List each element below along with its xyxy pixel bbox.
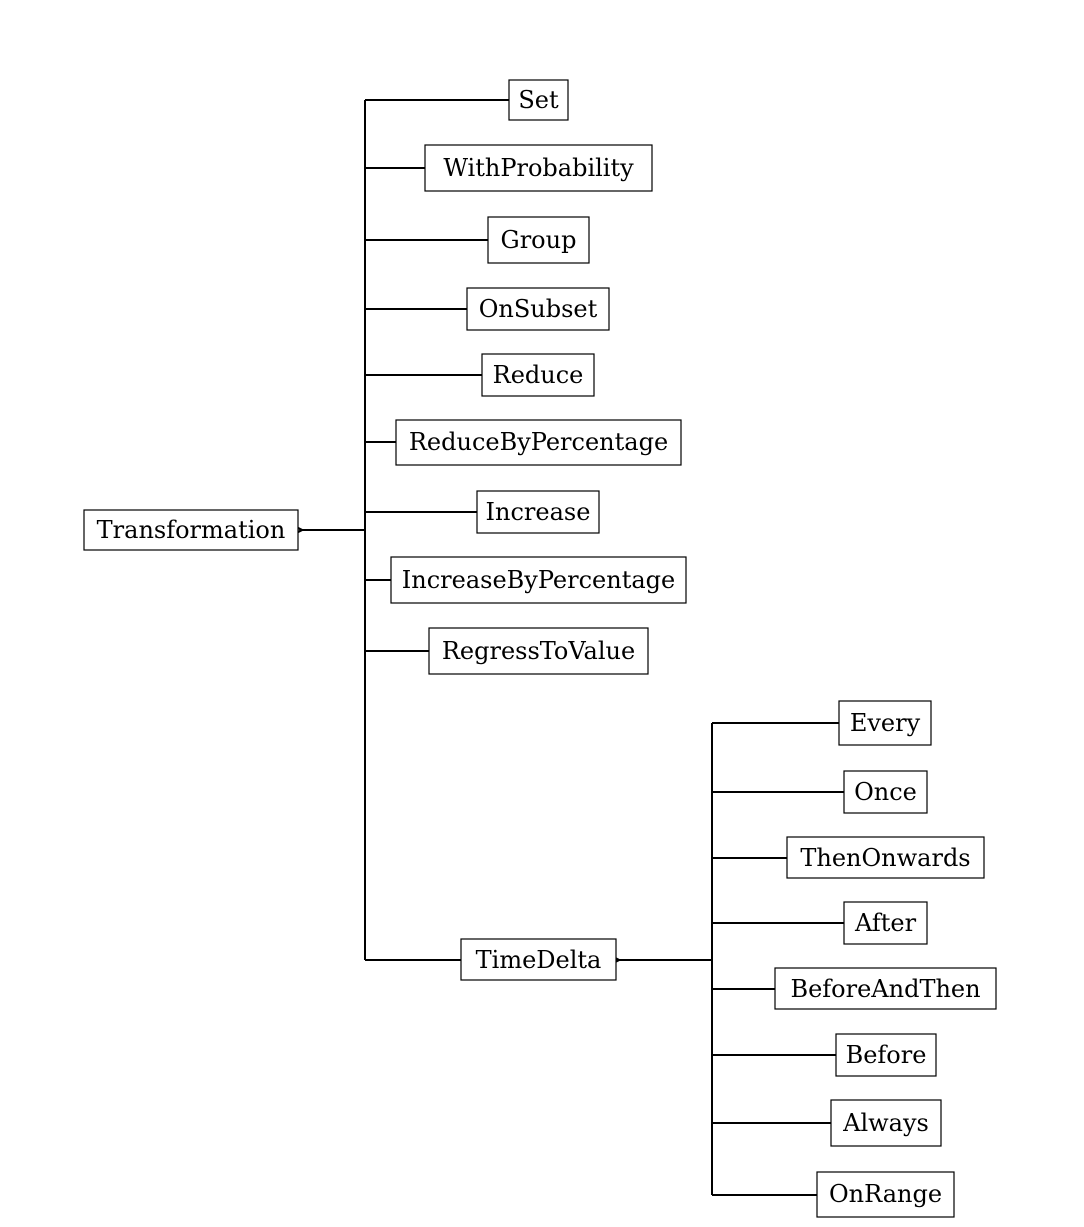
- node-always: Always: [830, 1099, 942, 1147]
- node-group-label: Group: [501, 226, 577, 254]
- node-timedelta-label: TimeDelta: [476, 946, 602, 974]
- node-regresstovalue-label: RegressToValue: [442, 637, 635, 665]
- node-after: After: [843, 901, 928, 945]
- node-set-label: Set: [518, 86, 559, 114]
- node-timedelta: TimeDelta: [460, 938, 617, 981]
- node-onrange-label: OnRange: [829, 1180, 942, 1208]
- node-beforeandthen: BeforeAndThen: [774, 967, 997, 1010]
- node-withprobability-label: WithProbability: [443, 154, 634, 182]
- node-beforeandthen-label: BeforeAndThen: [790, 975, 980, 1003]
- node-before: Before: [835, 1033, 937, 1077]
- node-group: Group: [487, 216, 590, 264]
- node-onrange: OnRange: [816, 1171, 955, 1218]
- node-once: Once: [843, 770, 928, 814]
- node-set: Set: [508, 79, 569, 121]
- node-onsubset: OnSubset: [466, 287, 610, 331]
- node-reduce-label: Reduce: [493, 361, 584, 389]
- node-withprobability: WithProbability: [424, 144, 653, 192]
- node-every-label: Every: [850, 709, 921, 737]
- node-every: Every: [838, 700, 932, 746]
- node-increasebypercentage: IncreaseByPercentage: [390, 556, 687, 604]
- node-regresstovalue: RegressToValue: [428, 627, 649, 675]
- node-always-label: Always: [842, 1109, 929, 1137]
- transformation-edges: [302, 99, 509, 961]
- node-increase: Increase: [476, 490, 600, 534]
- node-transformation-label: Transformation: [97, 516, 286, 544]
- node-reducebypercentage-label: ReduceByPercentage: [409, 428, 668, 456]
- node-once-label: Once: [854, 778, 917, 806]
- timedelta-edges: [619, 722, 844, 1196]
- node-reducebypercentage: ReduceByPercentage: [395, 419, 682, 466]
- node-thenonwards-label: ThenOnwards: [800, 844, 970, 872]
- node-thenonwards: ThenOnwards: [786, 836, 985, 879]
- node-transformation: Transformation: [83, 509, 299, 551]
- node-increasebypercentage-label: IncreaseByPercentage: [402, 566, 675, 594]
- node-onsubset-label: OnSubset: [479, 295, 598, 323]
- node-increase-label: Increase: [486, 498, 591, 526]
- node-before-label: Before: [846, 1041, 927, 1069]
- node-after-label: After: [854, 909, 917, 937]
- node-reduce: Reduce: [481, 353, 595, 397]
